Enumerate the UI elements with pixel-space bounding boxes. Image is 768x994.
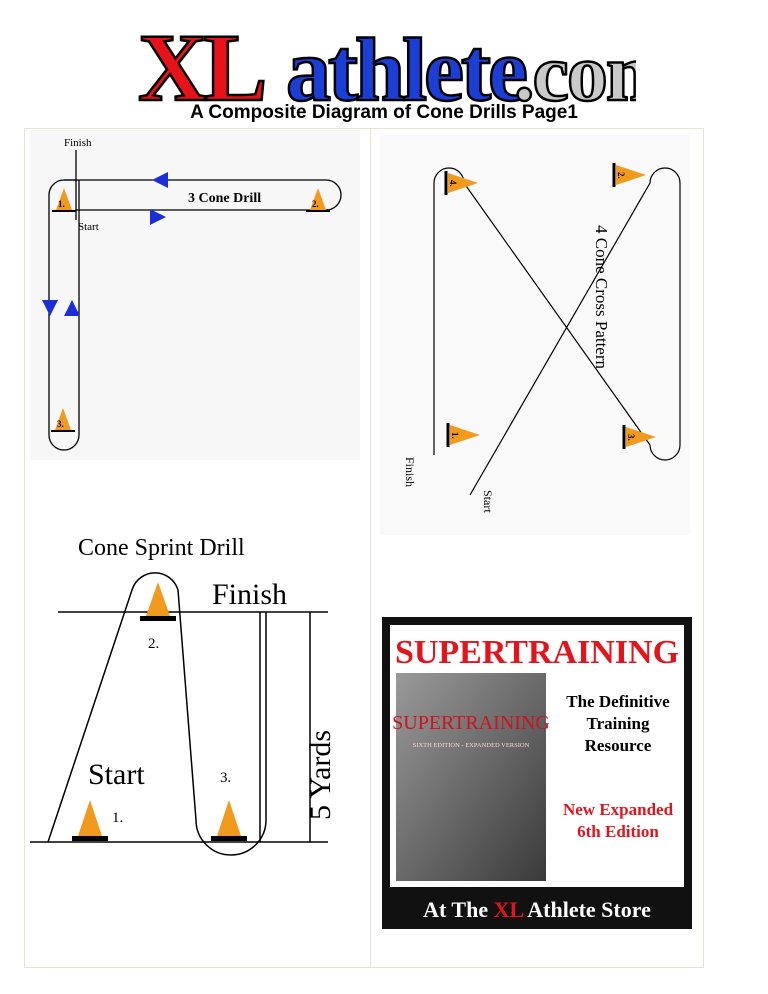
svg-text:2.: 2. — [616, 172, 626, 179]
arrow-up-icon — [64, 300, 80, 316]
four-cone-finish-label: Finish — [403, 457, 417, 487]
arrow-left-icon — [152, 172, 168, 188]
svg-text:1.: 1. — [112, 810, 123, 826]
svg-text:The Definitive: The Definitive — [566, 692, 670, 711]
cone-3-icon: 3. — [211, 770, 247, 841]
cone-4-icon: 4. — [444, 171, 478, 195]
svg-text:3.: 3. — [220, 770, 231, 786]
supertraining-ad[interactable]: SUPERTRAINING SUPERTRAINING SIXTH EDITIO… — [382, 617, 692, 929]
cone-1-icon: 1. — [72, 800, 123, 841]
cone-1-icon: 1. — [52, 188, 76, 212]
frame-divider — [370, 128, 371, 968]
svg-text:4.: 4. — [448, 180, 458, 187]
page-subtitle: A Composite Diagram of Cone Drills Page1 — [190, 102, 578, 123]
svg-text:1.: 1. — [450, 432, 460, 439]
svg-text:3.: 3. — [626, 434, 636, 441]
arrow-down-icon — [42, 300, 58, 316]
sprint-title: Cone Sprint Drill — [78, 535, 245, 561]
book-title: SUPERTRAINING — [392, 712, 550, 734]
logo-xl: XL — [138, 18, 263, 108]
three-cone-start-label: Start — [78, 221, 99, 233]
cone-sprint-drill-diagram: Cone Sprint Drill Finish Start 5 Yards 1… — [30, 535, 337, 856]
svg-text:1.: 1. — [58, 199, 65, 209]
four-cone-title: 4 Cone Cross Pattern — [592, 225, 611, 370]
svg-text:Training: Training — [587, 714, 650, 733]
cone-2-icon: 2. — [612, 163, 646, 187]
four-cone-cross-diagram: 4. 2. 1. 3. 4 Cone Cross Pattern Finish … — [380, 135, 690, 535]
svg-text:Resource: Resource — [585, 736, 652, 755]
svg-text:2.: 2. — [148, 636, 159, 652]
svg-text:2.: 2. — [312, 199, 319, 209]
svg-text:3.: 3. — [57, 419, 64, 429]
sprint-finish-label: Finish — [212, 578, 287, 611]
sprint-distance-label: 5 Yards — [304, 730, 337, 820]
svg-text:New Expanded: New Expanded — [563, 800, 674, 819]
xlathlete-logo[interactable]: XL athlete .com — [136, 18, 636, 108]
ad-headline: SUPERTRAINING — [395, 634, 679, 671]
cone-1-icon: 1. — [446, 423, 480, 447]
ad-footer: At The XL Athlete Store — [423, 897, 651, 922]
cone-3-icon: 3. — [622, 425, 656, 449]
cone-2-icon: 2. — [140, 582, 176, 652]
sprint-start-label: Start — [88, 758, 145, 791]
logo-athlete: athlete — [286, 21, 526, 108]
three-cone-title: 3 Cone Drill — [188, 191, 261, 206]
three-cone-finish-label: Finish — [64, 137, 92, 149]
diagram-frame — [24, 128, 704, 968]
arrow-right-icon — [150, 209, 166, 225]
logo-com: .com — [514, 27, 636, 108]
svg-text:6th Edition: 6th Edition — [577, 822, 659, 841]
cone-2-icon: 2. — [306, 188, 330, 212]
book-subtitle: SIXTH EDITION - EXPANDED VERSION — [413, 742, 530, 749]
cone-3-icon: 3. — [51, 408, 75, 432]
three-cone-drill-diagram: Finish Start 3 Cone Drill 1. 2. 3. — [30, 130, 360, 460]
four-cone-start-label: Start — [481, 490, 495, 513]
